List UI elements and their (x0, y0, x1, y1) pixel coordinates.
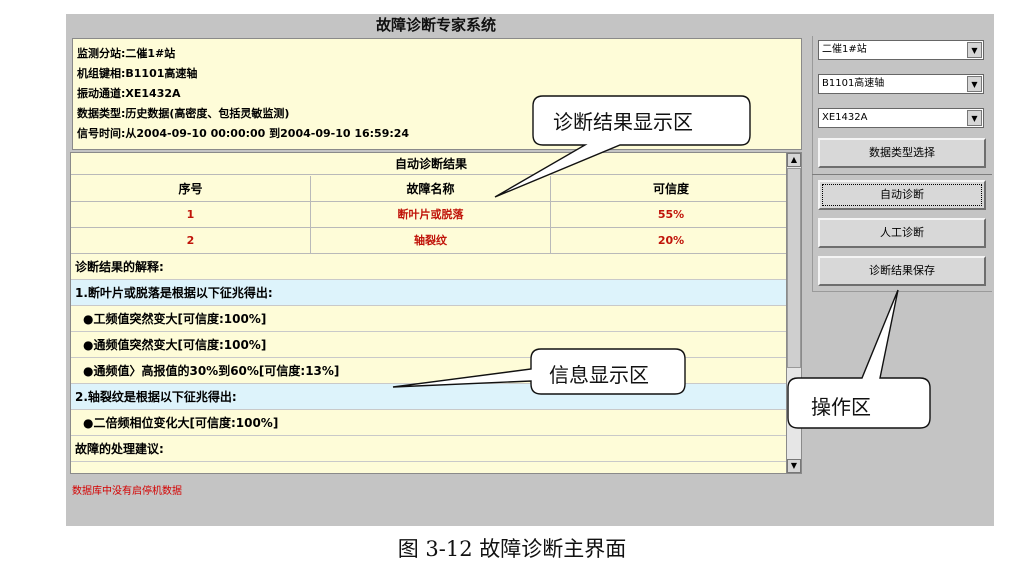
column-header-fault-name: 故障名称 (311, 176, 551, 202)
row1-fault-name[interactable]: 断叶片或脱落 (311, 202, 551, 228)
fault1-title: 1.断叶片或脱落是根据以下征兆得出: (71, 280, 791, 306)
save-result-button[interactable]: 诊断结果保存 (818, 256, 986, 286)
station-select[interactable]: 二催1#站 ▼ (818, 40, 984, 60)
fault1-evidence-1: ●工频值突然变大[可信度:100%] (71, 306, 791, 332)
figure-caption: 图 3-12 故障诊断主界面 (397, 537, 627, 561)
manual-diagnosis-button[interactable]: 人工诊断 (818, 218, 986, 248)
chevron-down-icon[interactable]: ▼ (967, 42, 982, 58)
info-area-callout-shape (392, 348, 686, 395)
unit-info: 机组键相:B1101高速轴 (77, 67, 198, 80)
channel-select-value: XE1432A (822, 112, 868, 123)
operation-panel-frame (812, 36, 992, 292)
chevron-down-icon[interactable]: ▼ (967, 76, 982, 92)
explanation-header: 诊断结果的解释: (71, 254, 791, 280)
info-area-callout-label: 信息显示区 (549, 363, 649, 387)
result-area-callout-label: 诊断结果显示区 (553, 110, 693, 134)
scroll-up-icon[interactable]: ▲ (787, 153, 801, 167)
diagnosis-result-panel: 自动诊断结果 序号 故障名称 可信度 1 断叶片或脱落 55% 2 轴裂纹 20… (70, 152, 794, 474)
station-select-value: 二催1#站 (822, 44, 867, 55)
status-message: 数据库中没有启停机数据 (72, 486, 182, 497)
app-window: 故障诊断专家系统 监测分站:二催1#站 机组键相:B1101高速轴 振动通道:X… (66, 14, 994, 526)
channel-select[interactable]: XE1432A ▼ (818, 108, 984, 128)
unit-select-value: B1101高速轴 (822, 78, 885, 89)
column-header-index: 序号 (71, 176, 311, 202)
operation-area-callout-shape (787, 289, 931, 429)
row2-index[interactable]: 2 (71, 228, 311, 254)
row1-confidence[interactable]: 55% (551, 202, 791, 228)
unit-select[interactable]: B1101高速轴 ▼ (818, 74, 984, 94)
result-area-callout-shape (494, 95, 751, 198)
operation-divider (812, 174, 992, 175)
row2-confidence[interactable]: 20% (551, 228, 791, 254)
scroll-thumb[interactable] (787, 168, 801, 368)
fault2-evidence-1: ●二倍频相位变化大[可信度:100%] (71, 410, 791, 436)
channel-info: 振动通道:XE1432A (77, 87, 181, 100)
result-title: 自动诊断结果 (71, 153, 791, 175)
column-header-confidence: 可信度 (551, 176, 791, 202)
datatype-select-button[interactable]: 数据类型选择 (818, 138, 986, 168)
auto-diagnosis-button[interactable]: 自动诊断 (818, 180, 986, 210)
operation-area-callout-label: 操作区 (811, 395, 871, 419)
window-title: 故障诊断专家系统 (375, 16, 496, 34)
scroll-down-icon[interactable]: ▼ (787, 459, 801, 473)
operation-panel: 二催1#站 ▼ B1101高速轴 ▼ XE1432A ▼ 数据类型选择 自动诊断… (812, 36, 992, 292)
fault1-evidence-2: ●通频值突然变大[可信度:100%] (71, 332, 791, 358)
signal-time-info: 信号时间:从2004-09-10 00:00:00 到2004-09-10 16… (77, 127, 410, 140)
substation-info: 监测分站:二催1#站 (77, 47, 176, 60)
datatype-info: 数据类型:历史数据(高密度、包括灵敏监测) (77, 107, 290, 120)
row1-index[interactable]: 1 (71, 202, 311, 228)
row2-fault-name[interactable]: 轴裂纹 (311, 228, 551, 254)
advice-header: 故障的处理建议: (71, 436, 791, 462)
signal-info-panel: 监测分站:二催1#站 机组键相:B1101高速轴 振动通道:XE1432A 数据… (72, 38, 802, 150)
chevron-down-icon[interactable]: ▼ (967, 110, 982, 126)
